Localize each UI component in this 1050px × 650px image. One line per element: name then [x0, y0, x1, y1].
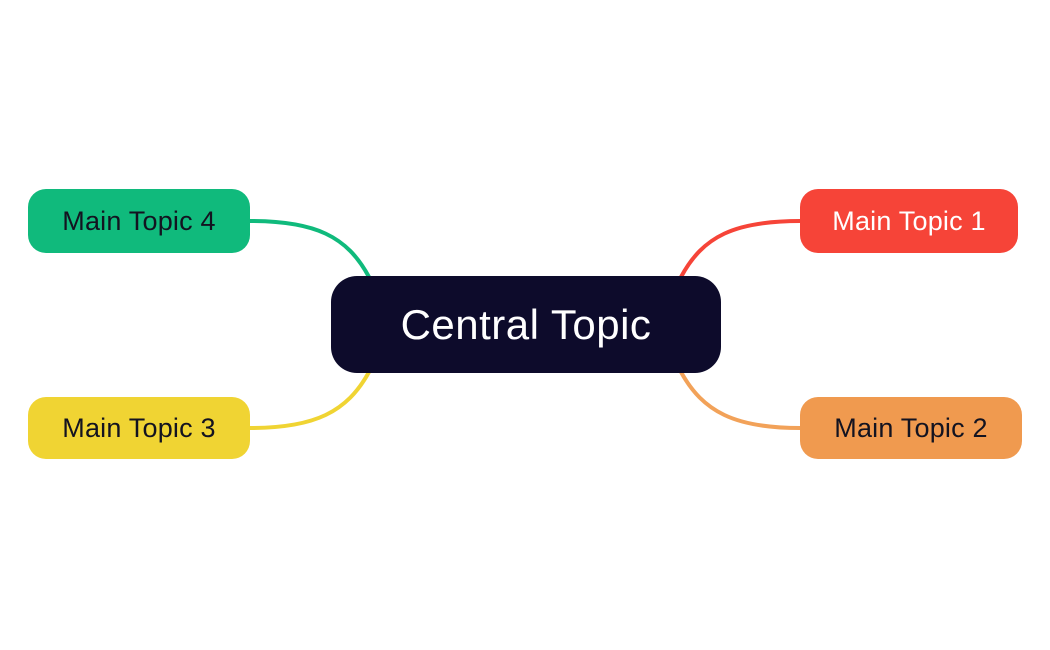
connector-main-topic-1	[679, 219, 802, 279]
connector-main-topic-3	[248, 370, 371, 430]
main-topic-3-node[interactable]: Main Topic 3	[28, 397, 250, 459]
main-topic-1-label: Main Topic 1	[832, 205, 986, 236]
main-topic-1-node[interactable]: Main Topic 1	[800, 189, 1018, 253]
connector-main-topic-2	[679, 370, 802, 430]
main-topic-4-label: Main Topic 4	[62, 205, 216, 236]
central-topic-label: Central Topic	[400, 300, 652, 348]
main-topic-3-label: Main Topic 3	[62, 412, 216, 443]
central-topic-node[interactable]: Central Topic	[331, 276, 721, 373]
main-topic-2-node[interactable]: Main Topic 2	[800, 397, 1022, 459]
connector-main-topic-4	[248, 219, 371, 279]
main-topic-4-node[interactable]: Main Topic 4	[28, 189, 250, 253]
main-topic-2-label: Main Topic 2	[834, 412, 988, 443]
